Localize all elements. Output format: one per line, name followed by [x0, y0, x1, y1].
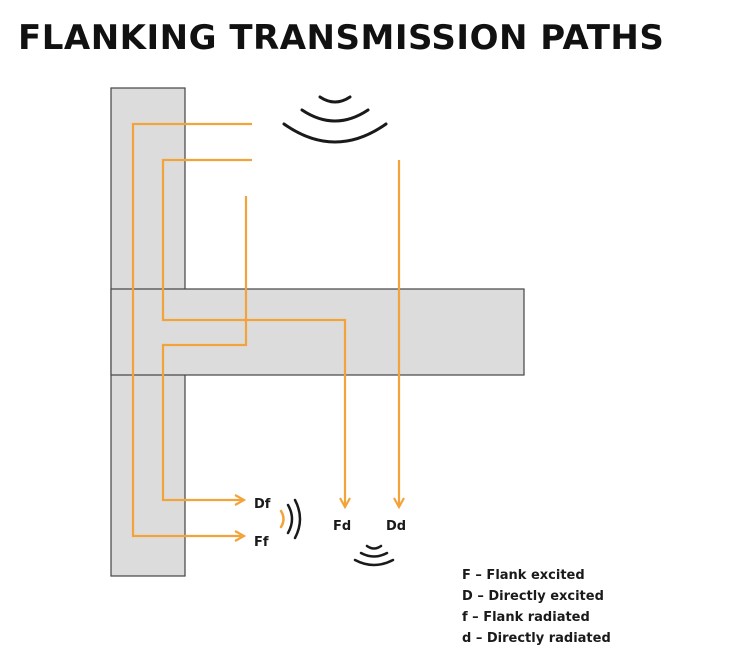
label-ff: Ff: [254, 535, 269, 550]
diagram-title: FLANKING TRANSMISSION PATHS: [18, 18, 665, 58]
path-fd: [161, 158, 345, 507]
junction-fill: [112, 290, 184, 374]
transmission-paths: [131, 122, 399, 536]
legend-item: f – Flank radiated: [462, 610, 590, 625]
legend-item: F – Flank excited: [462, 568, 585, 583]
path-df: [161, 196, 248, 500]
legend-item: D – Directly excited: [462, 589, 604, 604]
source-sound-icon: [282, 95, 388, 144]
label-df: Df: [254, 497, 271, 512]
building-structure: [110, 87, 525, 577]
label-fd: Fd: [333, 519, 351, 534]
path-ff: [131, 122, 252, 536]
direct-radiated-sound-icon: [353, 544, 395, 567]
flank-radiated-sound-icon: [279, 498, 302, 540]
legend-item: d – Directly radiated: [462, 631, 611, 646]
legend: F – Flank excited D – Directly excited f…: [462, 568, 611, 646]
label-dd: Dd: [386, 519, 406, 534]
